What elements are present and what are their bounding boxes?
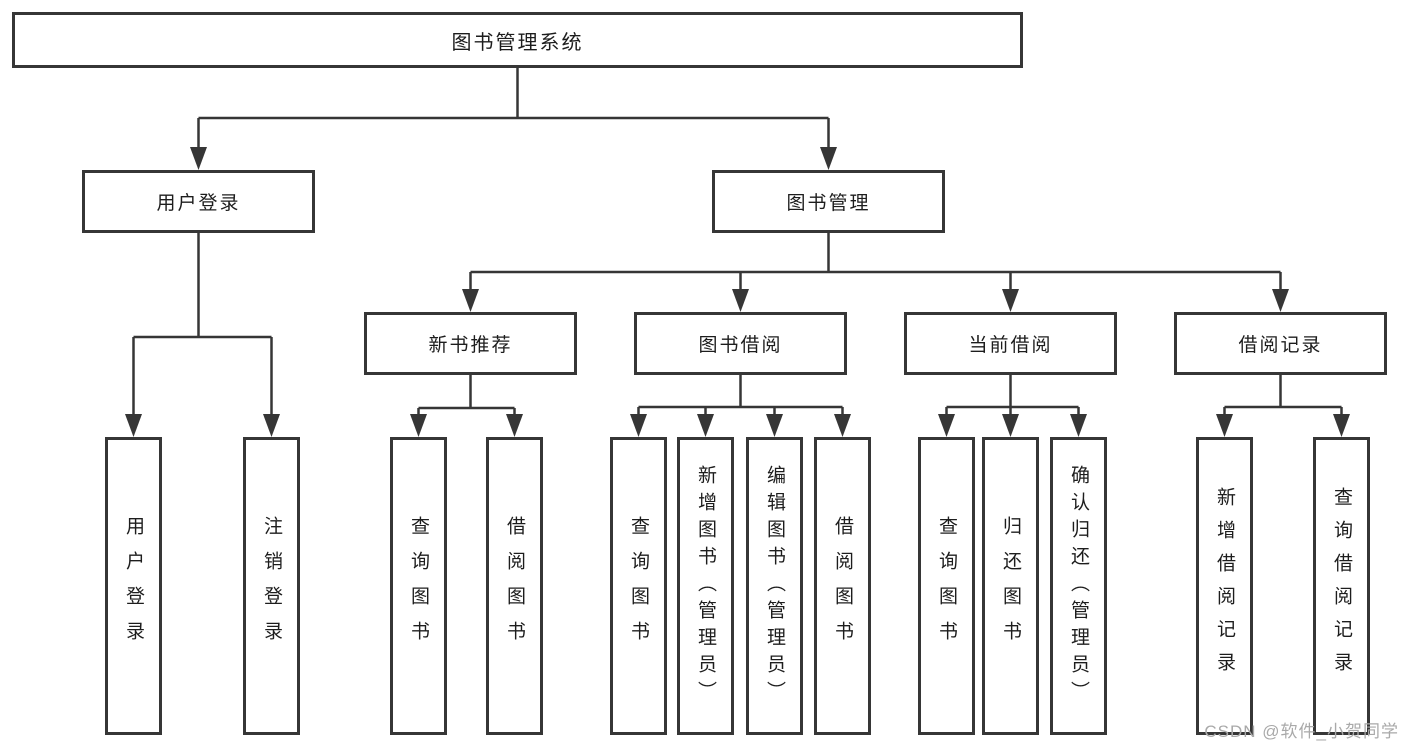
leaf-query-books-current: 查询图书 bbox=[918, 437, 975, 735]
leaf-label: 确认归还（管理员） bbox=[1068, 464, 1089, 708]
node-current-borrowing: 当前借阅 bbox=[904, 312, 1117, 375]
leaf-label: 查询图书 bbox=[408, 516, 429, 656]
leaf-query-books-borrowing: 查询图书 bbox=[610, 437, 667, 735]
leaf-label: 新增图书（管理员） bbox=[695, 464, 716, 708]
leaf-edit-books-admin: 编辑图书（管理员） bbox=[746, 437, 803, 735]
node-library-management-system: 图书管理系统 bbox=[12, 12, 1023, 68]
leaf-label: 用户登录 bbox=[123, 516, 144, 656]
leaf-label: 查询图书 bbox=[628, 516, 649, 656]
leaf-label: 查询借阅记录 bbox=[1331, 487, 1352, 685]
leaf-borrow-books-recommend: 借阅图书 bbox=[486, 437, 543, 735]
leaf-label: 注销登录 bbox=[261, 516, 282, 656]
leaf-query-borrow-record: 查询借阅记录 bbox=[1313, 437, 1370, 735]
watermark: CSDN @软件_小贺同学 bbox=[1204, 722, 1399, 741]
node-user-login: 用户登录 bbox=[82, 170, 315, 233]
leaf-user-login: 用户登录 bbox=[105, 437, 162, 735]
leaf-label: 借阅图书 bbox=[504, 516, 525, 656]
node-book-borrowing: 图书借阅 bbox=[634, 312, 847, 375]
leaf-borrow-books: 借阅图书 bbox=[814, 437, 871, 735]
leaf-confirm-return-admin: 确认归还（管理员） bbox=[1050, 437, 1107, 735]
leaf-label: 借阅图书 bbox=[832, 516, 853, 656]
leaf-logout: 注销登录 bbox=[243, 437, 300, 735]
leaf-add-books-admin: 新增图书（管理员） bbox=[677, 437, 734, 735]
leaf-query-books-recommend: 查询图书 bbox=[390, 437, 447, 735]
leaf-label: 归还图书 bbox=[1000, 516, 1021, 656]
leaf-add-borrow-record: 新增借阅记录 bbox=[1196, 437, 1253, 735]
leaf-label: 新增借阅记录 bbox=[1214, 487, 1235, 685]
leaf-label: 编辑图书（管理员） bbox=[764, 464, 785, 708]
node-borrowing-records: 借阅记录 bbox=[1174, 312, 1387, 375]
node-new-book-recommendation: 新书推荐 bbox=[364, 312, 577, 375]
leaf-return-books: 归还图书 bbox=[982, 437, 1039, 735]
leaf-label: 查询图书 bbox=[936, 516, 957, 656]
node-book-management: 图书管理 bbox=[712, 170, 945, 233]
